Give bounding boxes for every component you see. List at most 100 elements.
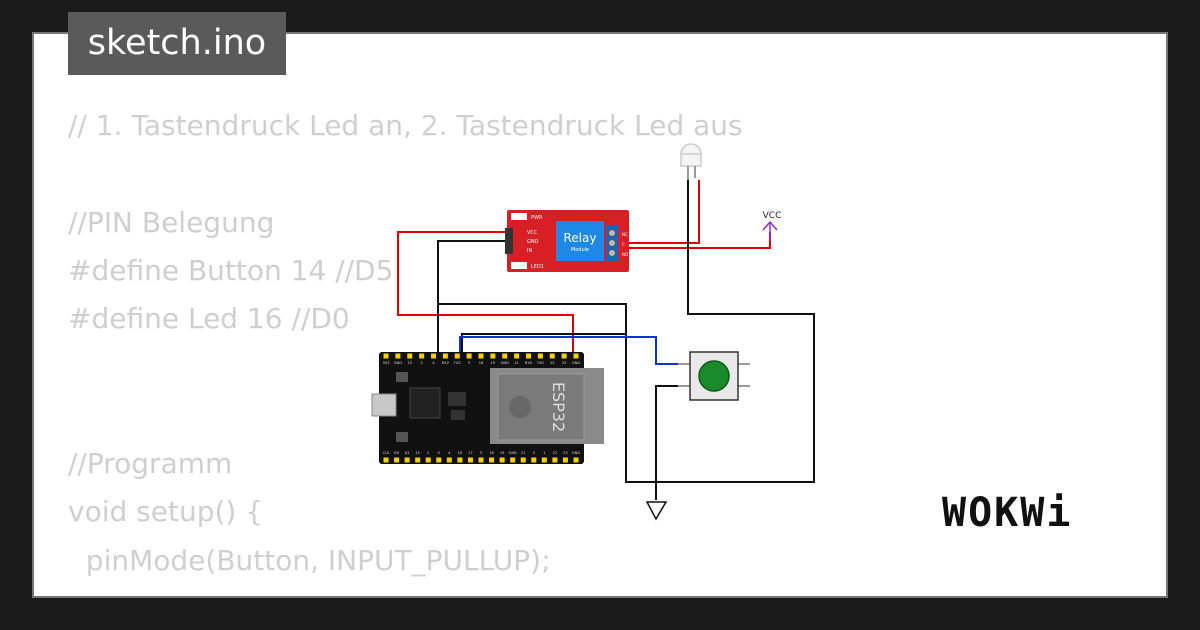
esp-pin[interactable] bbox=[514, 353, 520, 359]
esp-pin-label: 2 bbox=[427, 451, 429, 455]
esp-pin[interactable] bbox=[537, 353, 543, 359]
esp-pin-label: 16 bbox=[458, 451, 463, 455]
code-line: // 1. Tastendruck Led an, 2. Tastendruck… bbox=[68, 109, 743, 142]
esp-pin-label: 15 bbox=[415, 451, 420, 455]
relay-subtitle: Module bbox=[571, 247, 589, 253]
relay-terminal-label: C bbox=[622, 242, 625, 247]
esp-pin[interactable] bbox=[562, 457, 568, 463]
esp-pin[interactable] bbox=[549, 353, 555, 359]
relay-pin-label: VCC bbox=[527, 230, 538, 236]
esp-pin-label: RX0 bbox=[525, 361, 533, 365]
esp-pin[interactable] bbox=[442, 353, 448, 359]
esp-pin-label: 3V3 bbox=[382, 361, 389, 365]
esp-pin[interactable] bbox=[499, 457, 505, 463]
esp-pin[interactable] bbox=[541, 457, 547, 463]
esp-pin[interactable] bbox=[489, 457, 495, 463]
esp-pin[interactable] bbox=[395, 353, 401, 359]
pushbutton[interactable] bbox=[678, 351, 750, 401]
esp-pin-label: 22 bbox=[550, 361, 555, 365]
esp-pin-label: 2 bbox=[420, 361, 422, 365]
esp-pin[interactable] bbox=[383, 353, 389, 359]
esp-pin[interactable] bbox=[407, 353, 413, 359]
esp-pin-label: 18 bbox=[479, 361, 484, 365]
relay-terminal-label: NC bbox=[622, 232, 628, 237]
esp-pin-label: 4 bbox=[432, 361, 435, 365]
code-line: pinMode(Button, INPUT_PULLUP); bbox=[68, 543, 551, 577]
esp-pin-label: 23 bbox=[562, 361, 567, 365]
esp-pin-label: 22 bbox=[553, 451, 558, 455]
esp-pin[interactable] bbox=[467, 457, 473, 463]
relay-pin-label: PWR bbox=[531, 215, 543, 221]
vcc-label: VCC bbox=[763, 211, 782, 221]
esp-pin-label: 15 bbox=[407, 361, 412, 365]
esp-pin-label: 4 bbox=[448, 451, 451, 455]
code-line: #define Led 16 //D0 bbox=[68, 302, 350, 336]
esp-pin[interactable] bbox=[425, 457, 431, 463]
esp-pin[interactable] bbox=[436, 457, 442, 463]
esp-pin[interactable] bbox=[404, 457, 410, 463]
relay-module[interactable]: PWR VCC GND IN LED1 Relay Module NC C NO bbox=[505, 210, 629, 272]
code-line: void setup() { bbox=[68, 495, 264, 529]
esp-pin-label: D0 bbox=[394, 451, 400, 455]
esp-pin-label: CLK bbox=[383, 451, 391, 455]
esp-pin-label: 19 bbox=[491, 361, 496, 365]
relay-title: Relay bbox=[564, 231, 597, 245]
esp-pin-label: 17 bbox=[468, 451, 473, 455]
esp-pin[interactable] bbox=[478, 457, 484, 463]
file-title-tab[interactable]: sketch.ino bbox=[68, 12, 286, 75]
esp32-chip-label: ESP32 bbox=[549, 382, 568, 432]
code-editor[interactable]: // 1. Tastendruck Led an, 2. Tastendruck… bbox=[68, 102, 743, 596]
wires bbox=[397, 180, 815, 500]
esp-pin-label: 21 bbox=[521, 451, 526, 455]
preview-card: // 1. Tastendruck Led an, 2. Tastendruck… bbox=[32, 32, 1168, 598]
esp-pin[interactable] bbox=[573, 353, 579, 359]
esp-pin-label: 1 bbox=[543, 451, 545, 455]
esp-pin-label: 19 bbox=[500, 451, 505, 455]
esp-pin[interactable] bbox=[478, 353, 484, 359]
esp-pin-label: 18 bbox=[489, 451, 494, 455]
code-line: //PIN Belegung bbox=[68, 205, 275, 239]
relay-terminal-label: NO bbox=[622, 252, 628, 257]
esp-pin-label: GND bbox=[572, 361, 580, 365]
esp-pin[interactable] bbox=[415, 457, 421, 463]
esp-pin-label: TX2 bbox=[453, 361, 461, 365]
esp-pin-label: GND bbox=[509, 451, 517, 455]
esp-pin[interactable] bbox=[573, 457, 579, 463]
esp-pin[interactable] bbox=[531, 457, 537, 463]
button-cap[interactable] bbox=[698, 360, 730, 392]
esp-pin[interactable] bbox=[466, 353, 472, 359]
esp-pin-label: 5 bbox=[480, 451, 482, 455]
esp-pin[interactable] bbox=[457, 457, 463, 463]
esp-pin[interactable] bbox=[431, 353, 436, 359]
esp-pin-label: 21 bbox=[514, 361, 519, 365]
esp-pin-label: 23 bbox=[563, 451, 568, 455]
esp-pin[interactable] bbox=[394, 457, 400, 463]
led-component[interactable] bbox=[680, 143, 702, 180]
esp-pin[interactable] bbox=[561, 353, 567, 359]
esp-pin-label: 0 bbox=[438, 451, 441, 455]
esp-pin[interactable] bbox=[490, 353, 496, 359]
esp-pin-label: GND bbox=[572, 451, 580, 455]
vcc-symbol[interactable]: VCC bbox=[762, 211, 782, 240]
wokwi-logo: WOKWi bbox=[942, 490, 1073, 536]
esp-pin[interactable] bbox=[454, 353, 460, 359]
relay-pin-label: IN bbox=[527, 248, 532, 254]
esp-pin[interactable] bbox=[520, 457, 526, 463]
esp-pin-label: GND bbox=[394, 361, 402, 365]
code-line: //Programm bbox=[68, 447, 233, 481]
ground-symbol[interactable] bbox=[645, 501, 668, 521]
relay-pin-label: LED1 bbox=[531, 264, 544, 270]
esp-pin[interactable] bbox=[419, 353, 425, 359]
esp-pin[interactable] bbox=[510, 457, 516, 463]
esp-pin[interactable] bbox=[383, 457, 389, 463]
esp-pin[interactable] bbox=[552, 457, 558, 463]
esp-pin[interactable] bbox=[502, 353, 508, 359]
esp-pin[interactable] bbox=[526, 353, 531, 359]
esp-pin-label: RX2 bbox=[442, 361, 449, 365]
esp-pin[interactable] bbox=[446, 457, 452, 463]
esp-pin-label: D1 bbox=[405, 451, 410, 455]
esp-pin-label: TX0 bbox=[536, 361, 545, 365]
